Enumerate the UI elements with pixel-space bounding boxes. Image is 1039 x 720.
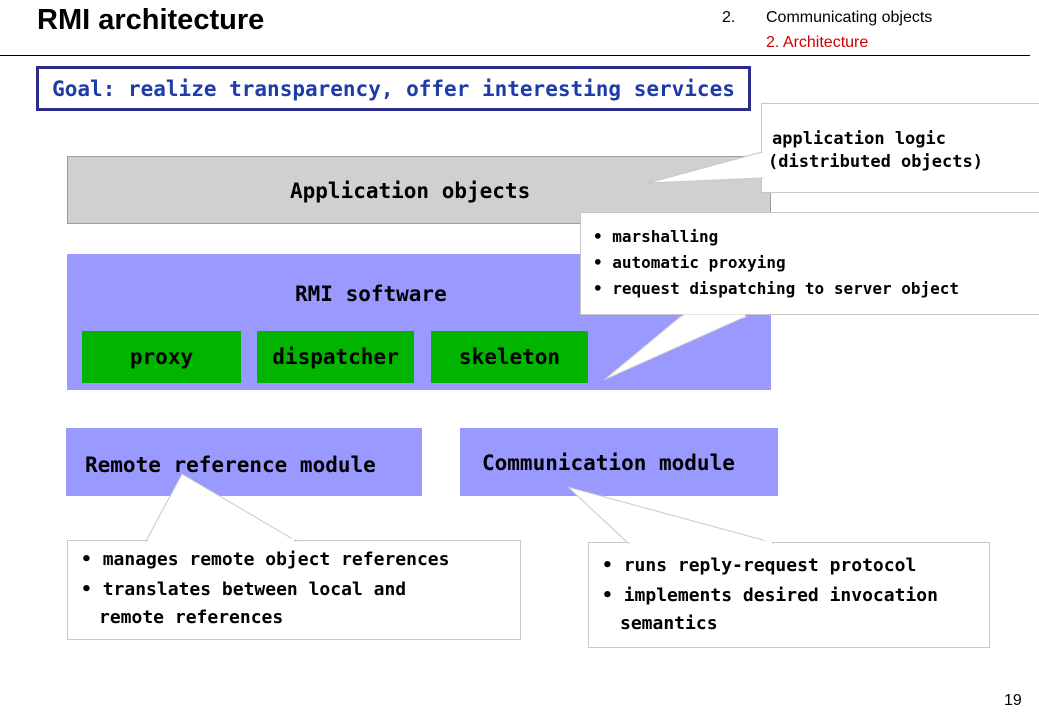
section-number: 2. <box>722 9 736 26</box>
communication-callout-pointer <box>567 486 775 544</box>
application-logic-callout: application logic (distributed objects) <box>761 103 1039 193</box>
section-title: Communicating objects <box>766 9 933 26</box>
callout-bullet-item: • implements desired invocation <box>602 585 938 606</box>
application-objects-label: Application objects <box>290 179 531 203</box>
remote-reference-callout-pointer <box>145 473 298 542</box>
application-callout-pointer <box>647 151 763 184</box>
remote-reference-callout: • manages remote object references • tra… <box>67 540 521 640</box>
rmi-software-label: RMI software <box>295 282 447 306</box>
remote-reference-module: Remote reference module <box>66 428 422 496</box>
communication-callout: • runs reply-request protocol • implemen… <box>588 542 990 648</box>
callout-bullet-item: • runs reply-request protocol <box>602 555 917 576</box>
communication-module-label: Communication module <box>482 451 735 475</box>
rmi-callout-pointer <box>603 315 748 381</box>
callout-bullet-item: • translates between local and <box>81 579 407 600</box>
callout-bullet-item: • manages remote object references <box>81 549 450 570</box>
page-title: RMI architecture <box>37 4 265 36</box>
skeleton-component: skeleton <box>431 331 588 383</box>
callout-bullet-item: • request dispatching to server object <box>593 279 960 298</box>
header-divider <box>0 55 1030 56</box>
callout-bullet-item: • automatic proxying <box>593 253 786 272</box>
dispatcher-component: dispatcher <box>257 331 414 383</box>
section-heading: 2. Communicating objects <box>722 9 932 27</box>
callout-bullet-item: • marshalling <box>593 227 719 246</box>
proxy-component: proxy <box>82 331 241 383</box>
page-number: 19 <box>1004 692 1022 709</box>
subsection-heading: 2. Architecture <box>766 34 869 51</box>
callout-line: application logic <box>772 129 946 149</box>
communication-module: Communication module <box>460 428 778 496</box>
goal-box: Goal: realize transparency, offer intere… <box>36 66 751 111</box>
callout-line: (distributed objects) <box>768 152 983 172</box>
remote-reference-module-label: Remote reference module <box>85 453 376 477</box>
rmi-functions-callout: • marshalling • automatic proxying • req… <box>580 212 1039 315</box>
callout-bullet-continuation: semantics <box>620 613 718 634</box>
callout-bullet-continuation: remote references <box>99 607 284 628</box>
